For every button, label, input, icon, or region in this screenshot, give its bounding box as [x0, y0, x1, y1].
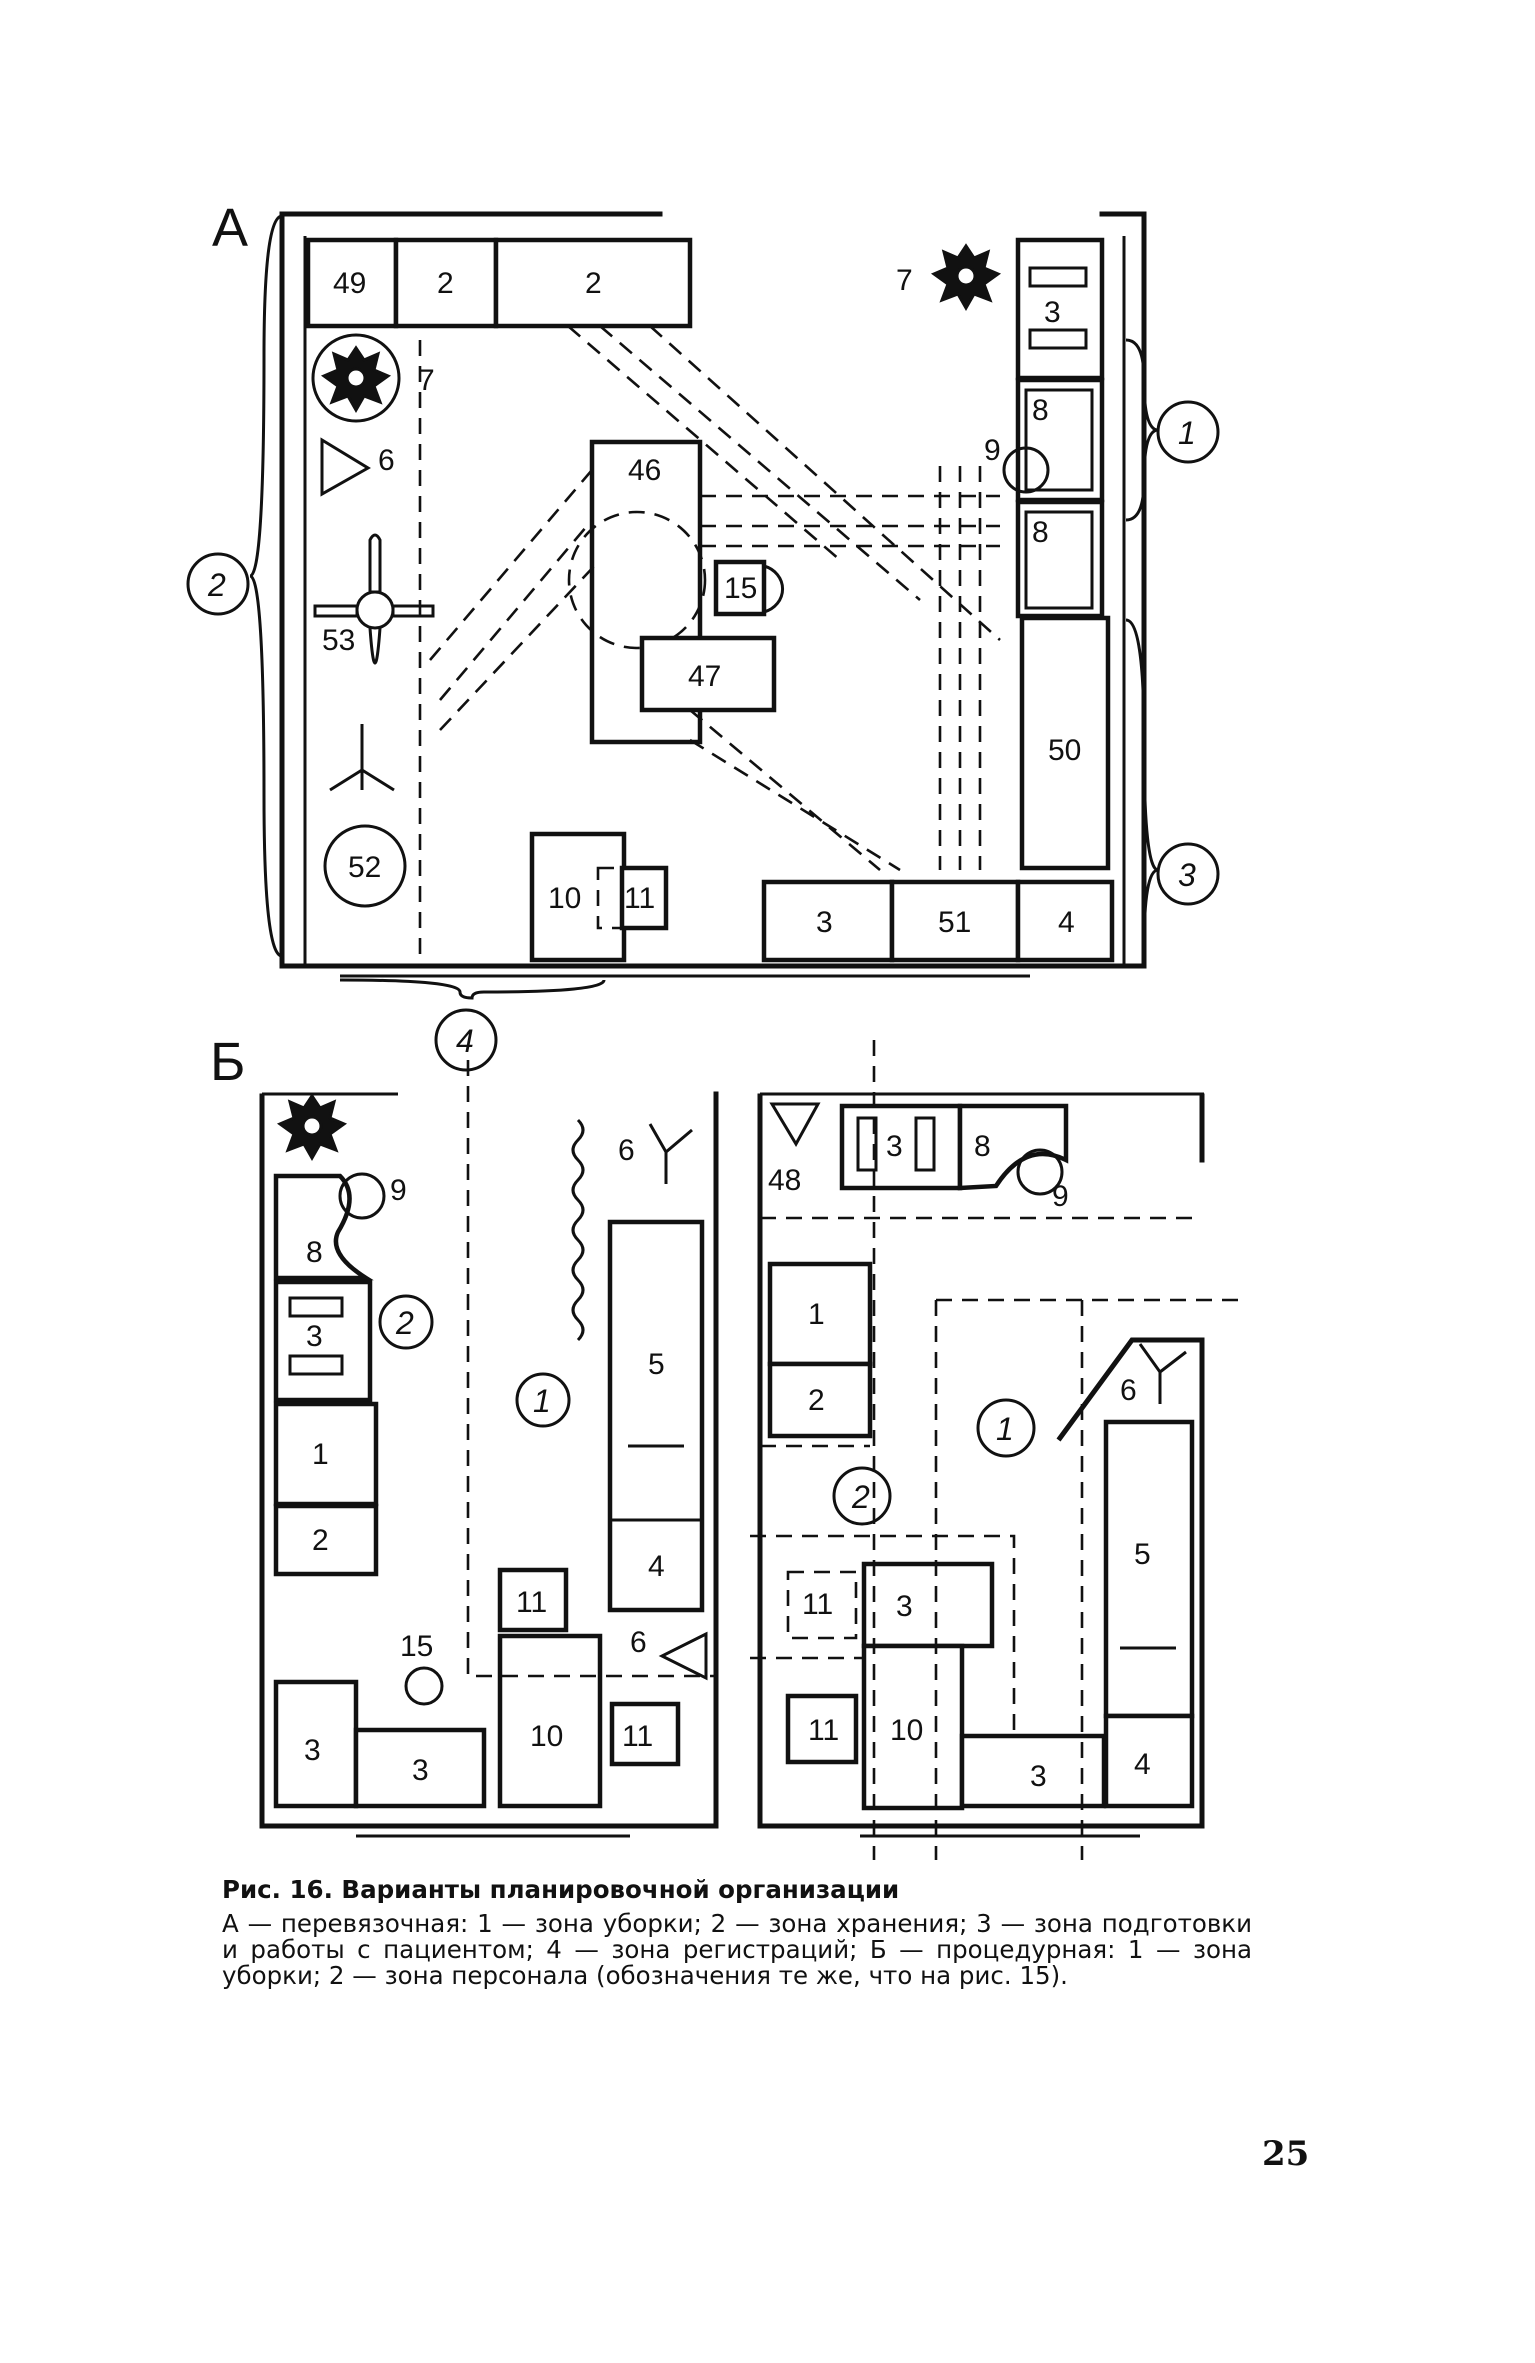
- plan-b-left-label-8: 8: [306, 1236, 323, 1269]
- plan-a-letter: А: [212, 198, 248, 258]
- stand-icon: [329, 724, 395, 792]
- plan-a-label-8b: 8: [1032, 516, 1049, 549]
- plan-a-label-2b: 2: [585, 267, 602, 300]
- plant-icon-b-left: [278, 1094, 346, 1160]
- plan-a-label-6: 6: [378, 444, 395, 477]
- plan-b-right-label-6: 6: [1120, 1374, 1137, 1407]
- plan-b-left-label-3a: 3: [304, 1734, 321, 1767]
- figure-caption: Рис. 16. Варианты планировочной организа…: [222, 1877, 1252, 1989]
- plan-b-left-label-6-top: 6: [618, 1134, 635, 1167]
- plan-a-label-3-bottom: 3: [816, 906, 833, 939]
- plan-a-label-11: 11: [624, 882, 655, 915]
- plan-b-right-zone-2: 2: [851, 1479, 870, 1515]
- triangle-icon: [320, 437, 371, 497]
- plan-a-zone-1: 1: [1178, 415, 1196, 451]
- triangle-icon-b-left: [658, 1631, 708, 1681]
- plan-a-label-7-left: 7: [418, 364, 435, 397]
- plan-b-right-label-10: 10: [890, 1714, 923, 1747]
- plan-b-right-label-3-bottom: 3: [1030, 1760, 1047, 1793]
- plan-b-left-label-5: 5: [648, 1348, 665, 1381]
- plan-a-label-51: 51: [938, 906, 971, 939]
- plan-a-label-46: 46: [628, 454, 661, 487]
- plan-b-right-label-5: 5: [1134, 1538, 1151, 1571]
- plan-b-right-label-3-mid: 3: [896, 1590, 913, 1623]
- plan-b-left-label-6-low: 6: [630, 1626, 647, 1659]
- plan-b-right-label-9: 9: [1052, 1180, 1069, 1213]
- plan-a-zone-2: 2: [207, 567, 226, 603]
- plan-a-label-53: 53: [322, 624, 355, 657]
- plan-b-left: Б 9 8 3 2 1 2 15 3 3 11 10 11 6 5: [210, 1032, 719, 1838]
- plan-b-right-paths: [750, 1040, 1246, 1860]
- plan-a-zone-3: 3: [1178, 857, 1196, 893]
- plant-icon-top-right: [932, 244, 1000, 310]
- stand-icon-b-right: [1138, 1343, 1187, 1404]
- plan-a-label-15: 15: [724, 572, 757, 605]
- plan-b-left-label-3: 3: [306, 1320, 323, 1353]
- plan-b-left-label-1: 1: [312, 1438, 329, 1471]
- plan-a-label-7-right: 7: [896, 264, 913, 297]
- plan-a-label-9: 9: [984, 434, 1001, 467]
- triangle-icon-b-right: [769, 1102, 821, 1148]
- plan-b-right: 48 3 8 9 1 2 2 1 11 3 11 10 3 5 4 6: [750, 1040, 1246, 1860]
- plan-b-right-label-2: 2: [808, 1384, 825, 1417]
- plan-b-left-label-11a: 11: [516, 1586, 547, 1619]
- page-number: 25: [1262, 2134, 1310, 2174]
- plan-b-right-label-4: 4: [1134, 1748, 1151, 1781]
- curtain-icon: [571, 1118, 585, 1342]
- plan-a-zone-4: 4: [456, 1023, 474, 1059]
- plan-b-left-zone-1: 1: [533, 1383, 551, 1419]
- plan-a-label-47: 47: [688, 660, 721, 693]
- plan-b-left-label-10: 10: [530, 1720, 563, 1753]
- stand-icon-b-left: [648, 1123, 693, 1184]
- plan-a-label-3-right: 3: [1044, 296, 1061, 329]
- plan-a-label-4: 4: [1058, 906, 1075, 939]
- plan-b-right-label-48: 48: [768, 1164, 801, 1197]
- plan-b-right-label-11: 11: [808, 1714, 839, 1747]
- plan-b-right-label-11-dashed: 11: [802, 1588, 833, 1621]
- plan-b-right-label-3-top: 3: [886, 1130, 903, 1163]
- plan-b-right-label-1: 1: [808, 1298, 825, 1331]
- plan-b-left-label-2: 2: [312, 1524, 329, 1557]
- plan-a-label-49: 49: [333, 267, 366, 300]
- caption-title: Рис. 16. Варианты планировочной организа…: [222, 1875, 900, 1904]
- plan-a-label-8a: 8: [1032, 394, 1049, 427]
- plan-b-left-label-9: 9: [390, 1174, 407, 1207]
- plan-a-label-2a: 2: [437, 267, 454, 300]
- plan-b-left-zone-2: 2: [395, 1305, 414, 1341]
- plan-a-label-10: 10: [548, 882, 581, 915]
- plant-icon: [322, 346, 390, 412]
- plan-b-left-label-15: 15: [400, 1630, 433, 1663]
- caption-body: А — перевязочная: 1 — зона уборки; 2 — з…: [222, 1909, 1252, 1990]
- plan-b-right-zone-1: 1: [996, 1411, 1014, 1447]
- plan-a-label-52: 52: [348, 851, 381, 884]
- plan-b-letter: Б: [210, 1032, 245, 1092]
- plan-b-right-label-8: 8: [974, 1130, 991, 1163]
- plan-a: А 49 2 2 7 6 53 52 46: [186, 198, 1220, 1072]
- plan-b-left-label-11b: 11: [622, 1720, 653, 1753]
- plan-a-paths: [418, 325, 1001, 966]
- plan-b-left-label-3b: 3: [412, 1754, 429, 1787]
- plan-b-left-label-4: 4: [648, 1550, 665, 1583]
- plan-a-label-50: 50: [1048, 734, 1081, 767]
